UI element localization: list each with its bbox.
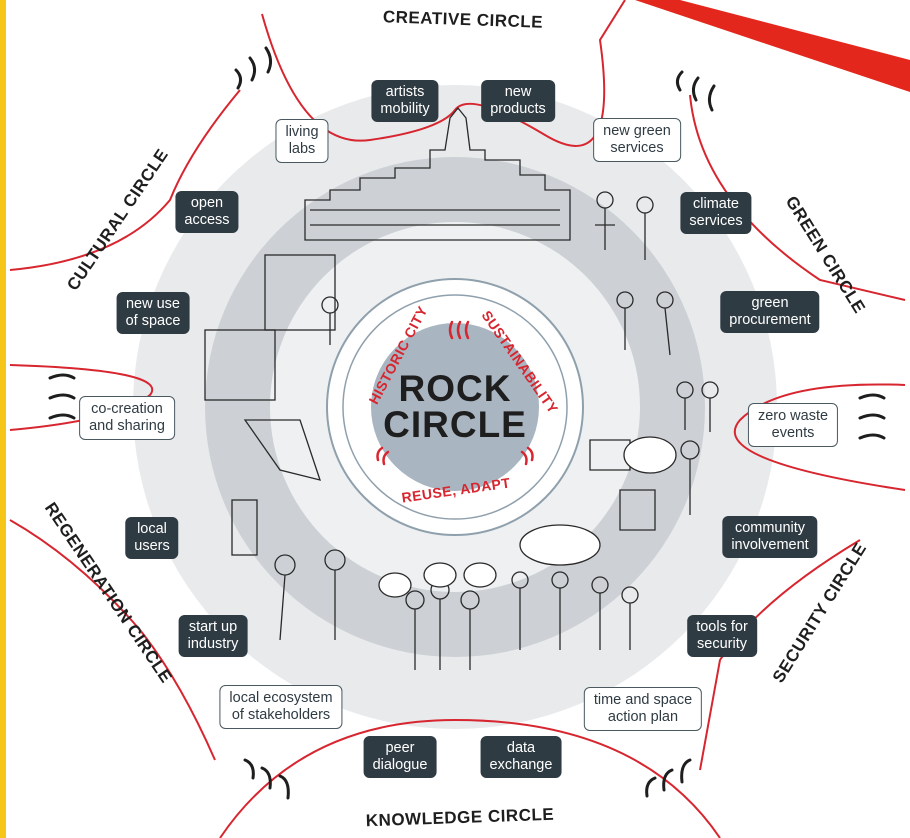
logo-disc: [367, 319, 543, 495]
living-labs-tag: living labs: [275, 119, 329, 163]
red-stripe: [635, 0, 910, 92]
artists-mobility-tag: artists mobility: [371, 80, 439, 122]
new-products-tag: new products: [481, 80, 555, 122]
tools-for-security-tag: tools for security: [687, 615, 757, 657]
local-users-tag: local users: [125, 517, 179, 559]
sound-marks: [48, 46, 886, 800]
peer-dialogue-tag: peer dialogue: [363, 736, 437, 778]
logo-line-1: ROCK: [398, 368, 512, 409]
community-involvement-tag: community involvement: [722, 516, 818, 558]
new-green-services-tag: new green services: [593, 118, 681, 162]
new-use-of-space-tag: new use of space: [116, 292, 190, 334]
inner-ring-marks: [376, 320, 534, 466]
skyline-illustration: [304, 106, 571, 241]
climate-services-tag: climate services: [680, 192, 752, 234]
green-procurement-tag: green procurement: [720, 291, 820, 333]
co-creation-tag: co-creation and sharing: [79, 396, 175, 440]
local-ecosystem-tag: local ecosystem of stakeholders: [219, 685, 343, 729]
time-space-action-plan-tag: time and space action plan: [583, 687, 703, 731]
open-access-tag: open access: [175, 191, 239, 233]
start-up-industry-tag: start up industry: [178, 615, 248, 657]
rock-circle-logo: ROCK CIRCLE: [383, 368, 527, 445]
zero-waste-events-tag: zero waste events: [747, 403, 839, 447]
people-illustrations: [204, 191, 719, 670]
yellow-edge-bar: [0, 0, 6, 838]
speech-bubbles: [378, 436, 677, 598]
data-exchange-tag: data exchange: [480, 736, 562, 778]
logo-line-2: CIRCLE: [383, 404, 527, 445]
